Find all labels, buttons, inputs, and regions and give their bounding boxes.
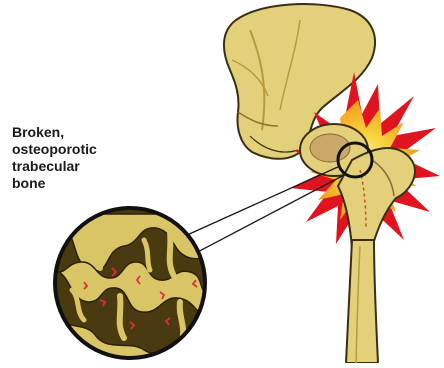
callout-label: Broken, osteoporotic trabecular bone bbox=[12, 124, 162, 192]
callout-line-2: osteoporotic bbox=[12, 141, 162, 158]
callout-line-3: trabecular bbox=[12, 158, 162, 175]
callout-line-4: bone bbox=[12, 175, 162, 192]
femur-shaft bbox=[346, 240, 378, 363]
callout-line-1: Broken, bbox=[12, 124, 162, 141]
